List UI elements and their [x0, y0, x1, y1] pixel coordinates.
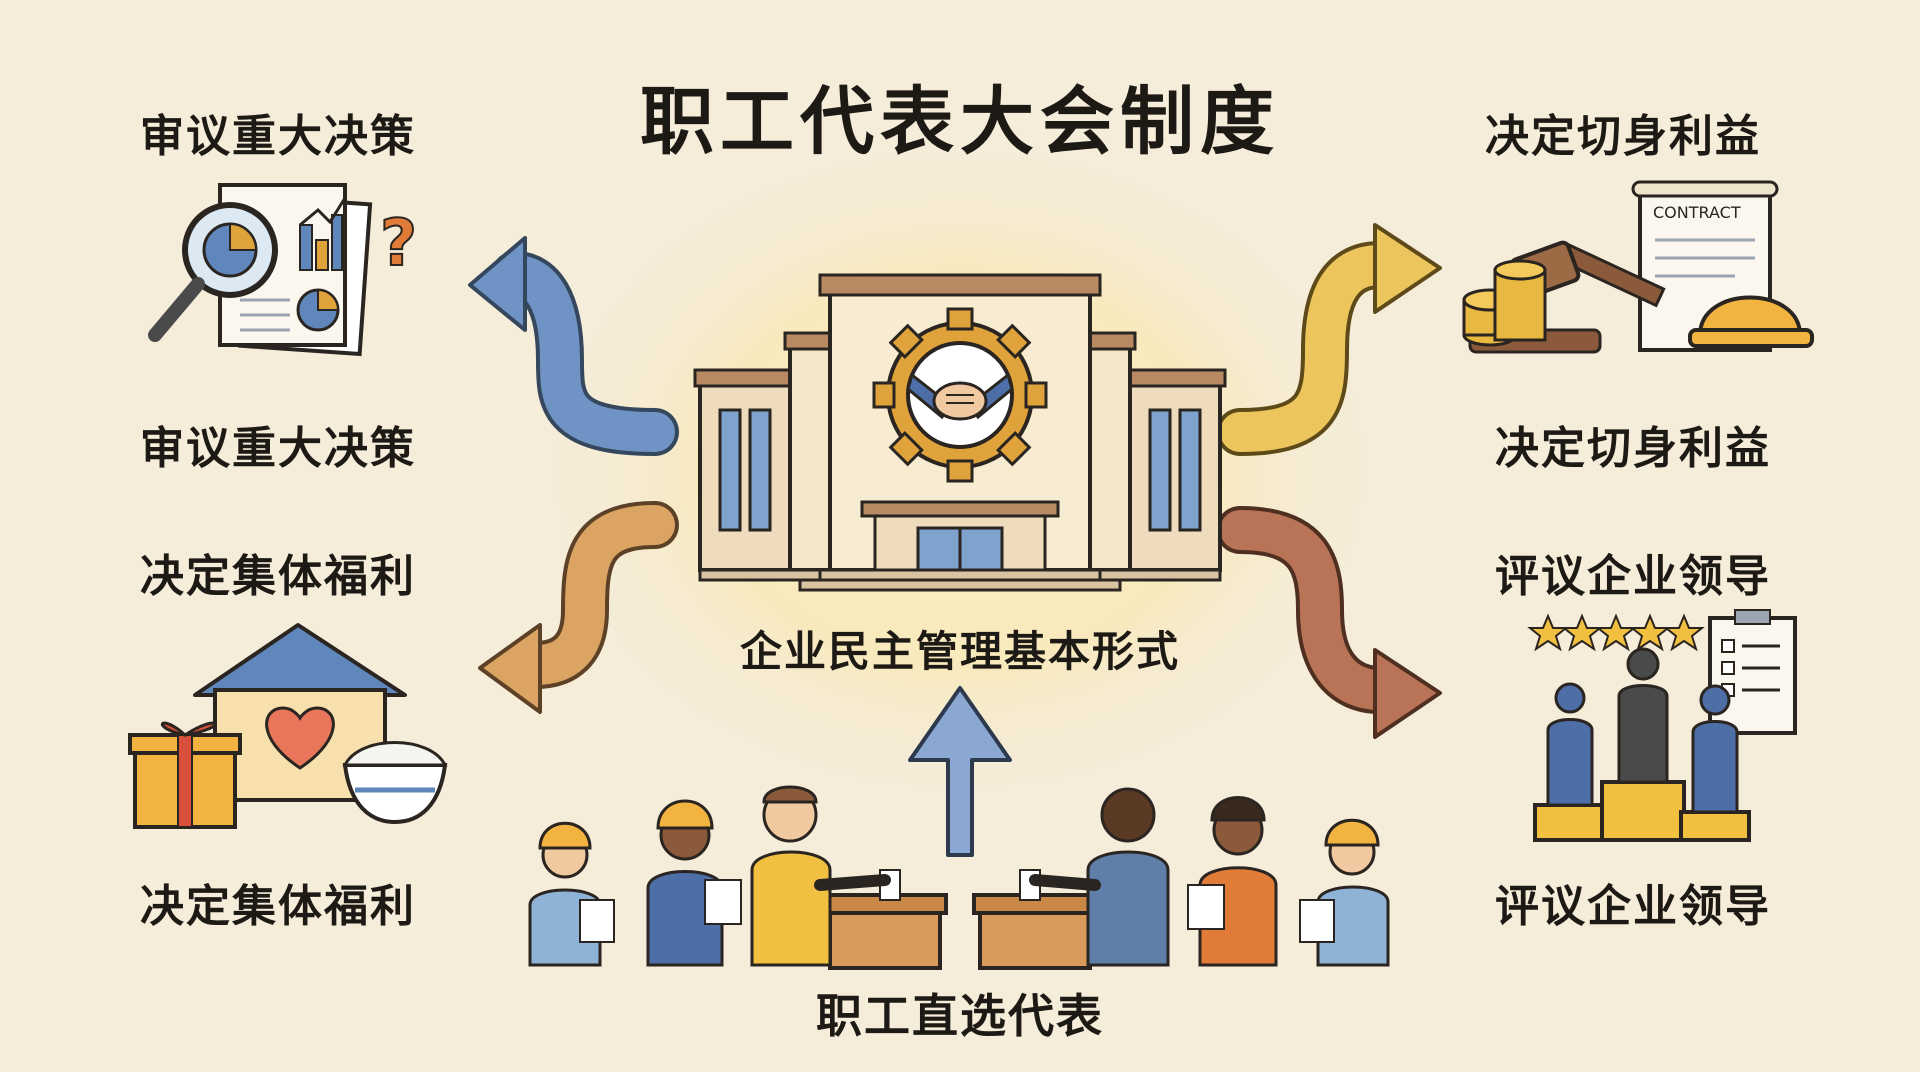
arrow-up-from-workers: [908, 686, 1012, 857]
page-title: 职工代表大会制度: [640, 79, 1280, 165]
arrow-to-evaluate-leaders: [1216, 506, 1442, 739]
svg-text:?: ?: [380, 207, 417, 281]
bottom-label: 职工直选代表: [816, 989, 1104, 1043]
leaders-podium-rating-icon: [1527, 609, 1797, 842]
house-heart-gift-rice-icon: [128, 623, 448, 829]
magnifier-chart-document-icon: ?: [148, 183, 418, 357]
building-with-handshake-gear-icon: [693, 273, 1227, 592]
function-caption-review-decisions: 审议重大决策: [140, 423, 416, 474]
center-label: 企业民主管理基本形式: [739, 627, 1180, 676]
function-title-evaluate-leaders: 评议企业领导: [1495, 551, 1771, 602]
function-title-collective-welfare: 决定集体福利: [140, 551, 416, 602]
function-title-review-decisions: 审议重大决策: [140, 111, 416, 162]
workers-voting-ballot-box-icon: [528, 785, 1390, 970]
arrow-to-vital-interests: [1216, 223, 1442, 456]
arrow-to-collective-welfare: [478, 501, 679, 714]
function-caption-evaluate-leaders: 评议企业领导: [1495, 881, 1771, 932]
function-caption-vital-interests: 决定切身利益: [1495, 423, 1771, 474]
arrow-to-review-decisions: [468, 236, 679, 456]
function-caption-collective-welfare: 决定集体福利: [140, 881, 416, 932]
contract-text: CONTRACT: [1653, 203, 1741, 222]
contract-gavel-coins-helmet-icon: CONTRACT: [1462, 180, 1814, 354]
function-title-vital-interests: 决定切身利益: [1485, 111, 1761, 162]
